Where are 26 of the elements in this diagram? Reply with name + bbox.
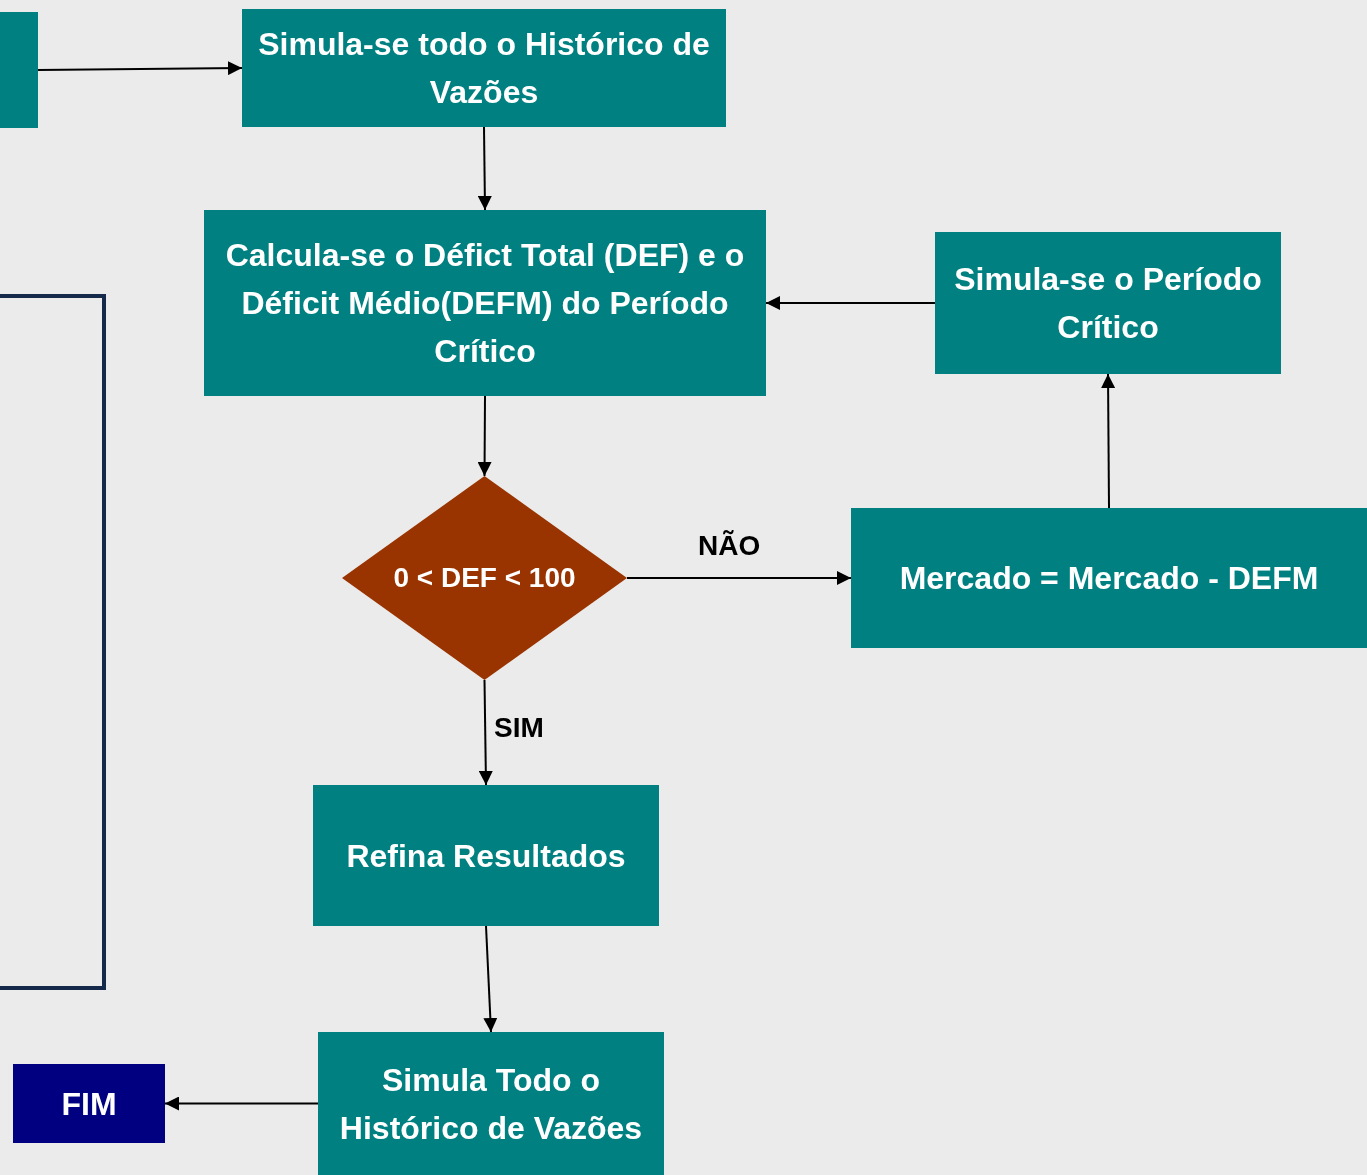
- arrow: [478, 679, 493, 786]
- process-box: [851, 508, 1367, 648]
- node-text: FIM: [60, 1084, 118, 1124]
- condition-text: 0 < DEF < 100: [393, 561, 576, 595]
- process-box: [313, 785, 659, 926]
- arrow: [765, 296, 936, 310]
- edge-label: SIM: [494, 714, 544, 742]
- arrow: [477, 126, 492, 211]
- arrow: [164, 1096, 319, 1111]
- process-box: [242, 9, 726, 127]
- arrow: [1101, 373, 1116, 509]
- arrow: [477, 395, 492, 477]
- node-text: Simula-se o Período Crítico: [953, 260, 1263, 347]
- node-text: Simula Todo o Histórico de Vazões: [338, 1060, 644, 1148]
- edge-label: NÃO: [698, 532, 761, 560]
- node-text: Calcula-se o Défict Total (DEF) e o Déficit Médio(DEFM) do Período Crítico: [224, 236, 746, 371]
- node-text: Mercado = Mercado - DEFM: [898, 559, 1320, 598]
- process-box: [935, 232, 1281, 374]
- arrow: [37, 61, 243, 76]
- process-box: [318, 1032, 664, 1175]
- arrow: [483, 925, 498, 1033]
- process-box: [204, 210, 766, 396]
- node-text: Refina Resultados: [345, 836, 627, 876]
- end-box: [13, 1064, 165, 1143]
- arrow: [626, 571, 852, 585]
- node-text: Simula-se todo o Histórico de Vazões: [257, 25, 711, 112]
